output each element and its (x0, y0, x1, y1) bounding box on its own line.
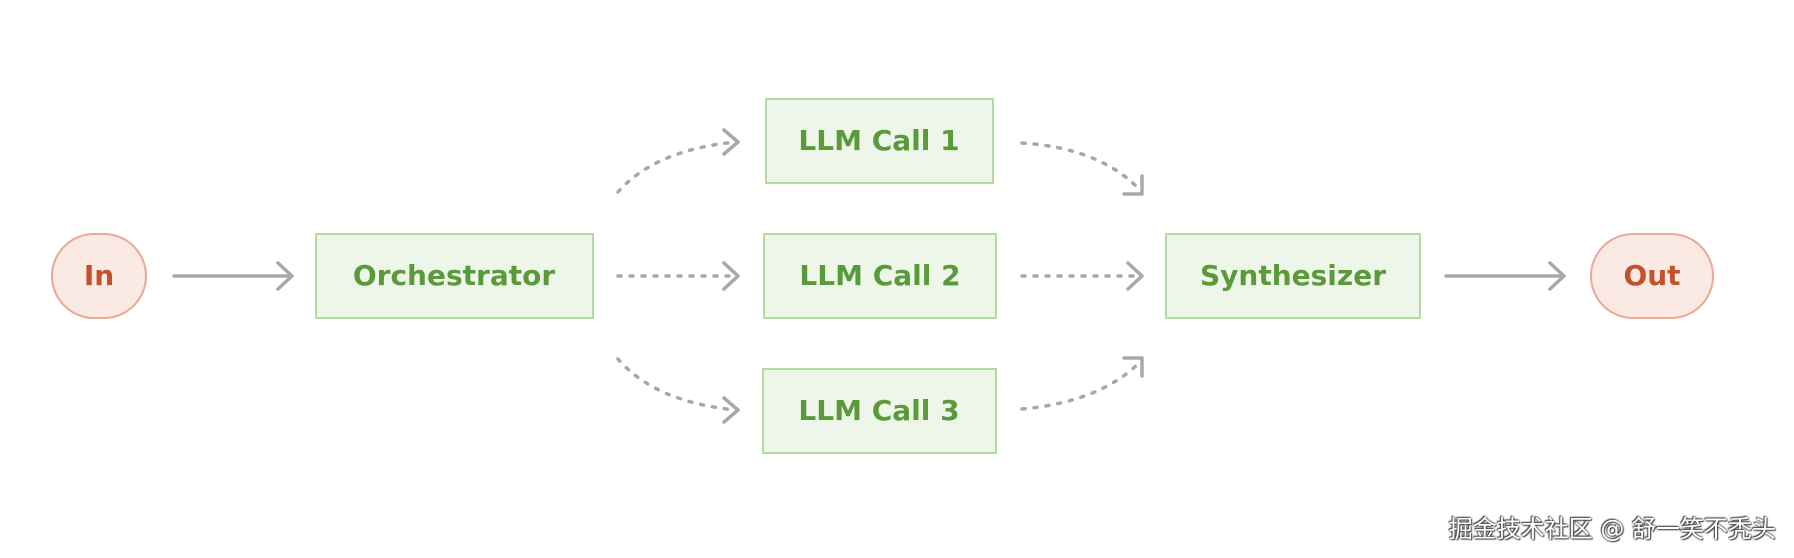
node-synthesizer: Synthesizer (1165, 233, 1421, 319)
node-in: In (51, 233, 147, 319)
node-llm-call-1-label: LLM Call 1 (798, 124, 959, 157)
node-llm-call-3-label: LLM Call 3 (798, 394, 959, 427)
arrow-llm-call-1-to-synthesizer (1020, 141, 1144, 196)
node-synthesizer-label: Synthesizer (1200, 259, 1386, 292)
node-out: Out (1590, 233, 1714, 319)
arrow-orchestrator-to-llm-call-3 (616, 357, 740, 424)
node-in-label: In (84, 259, 114, 292)
node-llm-call-2-label: LLM Call 2 (799, 259, 960, 292)
arrow-orchestrator-to-llm-call-2 (616, 261, 740, 291)
arrow-synthesizer-to-out (1444, 261, 1566, 291)
arrow-orchestrator-to-llm-call-1 (616, 128, 740, 194)
arrow-llm-call-2-to-synthesizer (1020, 261, 1144, 291)
node-out-label: Out (1623, 259, 1680, 292)
watermark-text: 掘金技术社区 @ 舒一笑不秃头 (1448, 515, 1776, 543)
node-llm-call-1: LLM Call 1 (765, 98, 994, 184)
node-orchestrator-label: Orchestrator (353, 259, 556, 292)
arrow-llm-call-3-to-synthesizer (1020, 356, 1144, 411)
arrow-in-to-orchestrator (172, 261, 294, 291)
node-llm-call-3: LLM Call 3 (762, 368, 997, 454)
node-llm-call-2: LLM Call 2 (763, 233, 997, 319)
node-orchestrator: Orchestrator (315, 233, 594, 319)
